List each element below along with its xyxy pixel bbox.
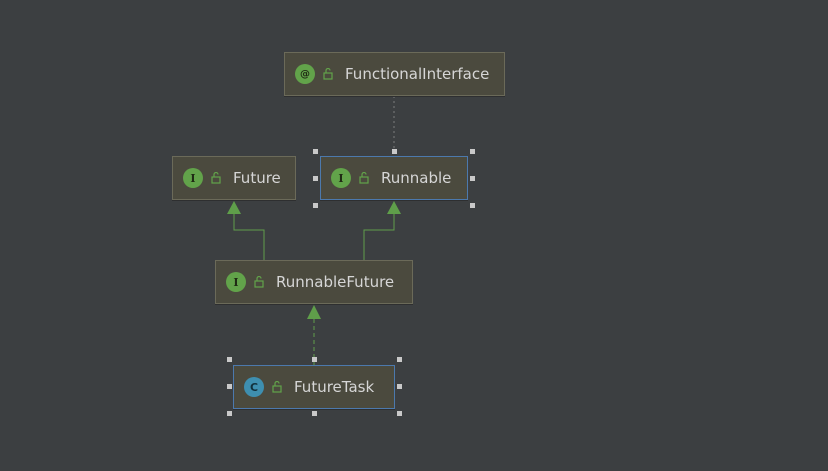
resize-handle[interactable] (397, 411, 402, 416)
open-lock-icon (359, 172, 371, 184)
interface-icon: I (183, 168, 203, 188)
interface-icon: I (226, 272, 246, 292)
open-lock-icon (323, 68, 335, 80)
node-future-task[interactable]: C FutureTask (233, 365, 395, 409)
interface-icon: I (331, 168, 351, 188)
node-label: Runnable (381, 169, 452, 187)
arrowhead-runnablefuture (307, 305, 321, 319)
arrowhead-runnable (387, 201, 401, 214)
class-icon: C (244, 377, 264, 397)
arrowhead-future (227, 201, 241, 214)
node-label: Future (233, 169, 281, 187)
node-runnable-future[interactable]: I RunnableFuture (215, 260, 413, 304)
node-label: FunctionalInterface (345, 65, 490, 83)
resize-handle[interactable] (227, 384, 232, 389)
resize-handle[interactable] (312, 357, 317, 362)
node-functional-interface[interactable]: @ FunctionalInterface (284, 52, 505, 96)
annotation-icon: @ (295, 64, 315, 84)
resize-handle[interactable] (313, 203, 318, 208)
resize-handle[interactable] (227, 357, 232, 362)
edge-runnablefuture-runnable (363, 213, 395, 260)
resize-handle[interactable] (397, 357, 402, 362)
open-lock-icon (211, 172, 223, 184)
open-lock-icon (254, 276, 266, 288)
node-label: RunnableFuture (276, 273, 395, 291)
node-runnable[interactable]: I Runnable (320, 156, 468, 200)
resize-handle[interactable] (227, 411, 232, 416)
resize-handle[interactable] (470, 149, 475, 154)
resize-handle[interactable] (470, 203, 475, 208)
node-future[interactable]: I Future (172, 156, 296, 200)
resize-handle[interactable] (312, 411, 317, 416)
resize-handle[interactable] (470, 176, 475, 181)
resize-handle[interactable] (392, 149, 397, 154)
resize-handle[interactable] (313, 149, 318, 154)
resize-handle[interactable] (397, 384, 402, 389)
edge-runnablefuture-future (233, 213, 265, 260)
node-label: FutureTask (294, 378, 375, 396)
open-lock-icon (272, 381, 284, 393)
resize-handle[interactable] (313, 176, 318, 181)
